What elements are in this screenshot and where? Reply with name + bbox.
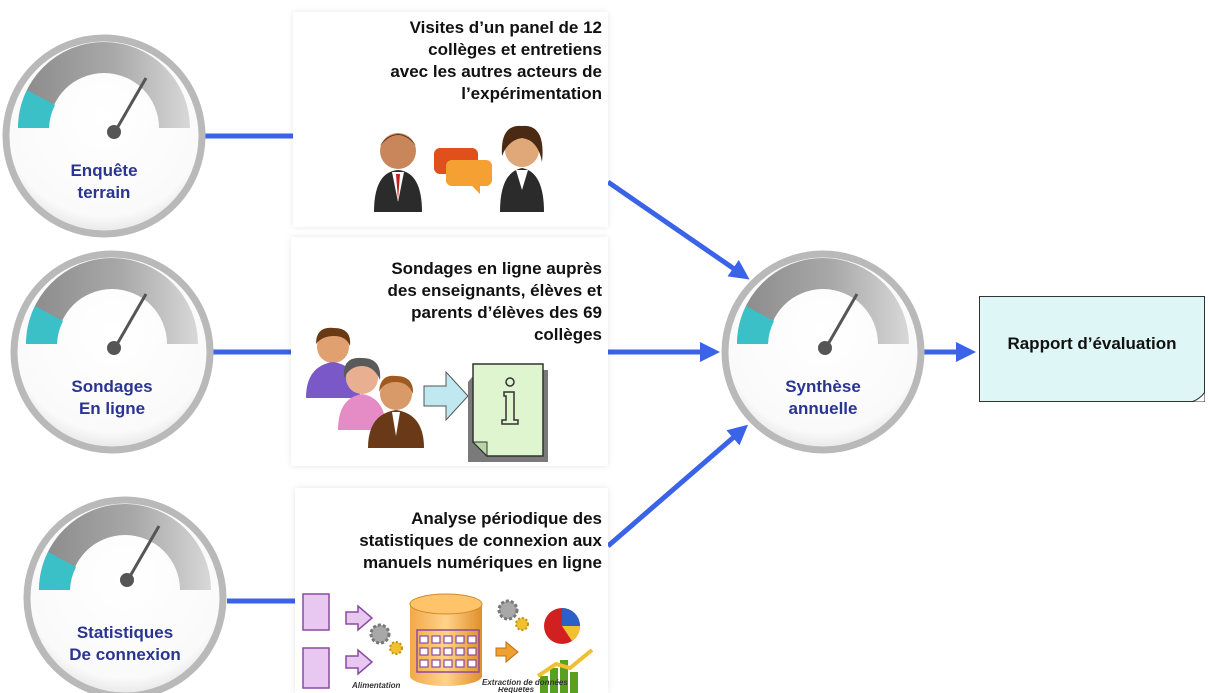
report-box: Rapport d’évaluation	[979, 296, 1205, 402]
gauge-label-line: De connexion	[69, 645, 181, 664]
gauge-synthese	[721, 250, 925, 454]
gauge-statistiques	[23, 496, 227, 693]
description-line: Sondages en ligne auprès	[391, 259, 602, 278]
gauge-enquete	[2, 34, 206, 238]
report-label: Rapport d’évaluation	[1007, 334, 1177, 353]
description-line: l’expérimentation	[461, 84, 602, 103]
gauge-label-statistiques: Statistiques De connexion	[40, 622, 210, 666]
description-line: Visites d’un panel de 12	[409, 18, 602, 37]
arrow-to-synthesis-top	[606, 179, 750, 280]
gauge-label-line: Enquête	[70, 161, 138, 180]
page-curl-icon	[1191, 392, 1205, 402]
description-line: des enseignants, élèves et	[387, 281, 603, 300]
description-line: parents d’élèves des 69	[411, 303, 602, 322]
description-statistiques: Analyse périodique des statistiques de c…	[296, 508, 602, 574]
gauge-label-line: En ligne	[78, 399, 146, 418]
gauge-label-sondages: Sondages En ligne	[27, 376, 197, 420]
gauge-label-line: Statistiques	[76, 623, 174, 642]
pipeline-label-requetes: Requêtes	[498, 687, 535, 693]
gauge-sondages	[10, 250, 214, 454]
description-line: collèges et entretiens	[428, 40, 602, 59]
description-line: statistiques de connexion aux	[359, 531, 602, 550]
gauge-label-line: terrain	[77, 183, 131, 202]
gauge-label-synthese: Synthèse annuelle	[738, 376, 908, 420]
pipeline-label-extraction: Extraction de données	[482, 678, 568, 687]
gauge-label-line: Sondages	[71, 377, 153, 396]
pipeline-label-alimentation: Alimentation	[352, 681, 401, 690]
description-line: manuels numériques en ligne	[362, 553, 602, 572]
arrow-to-synthesis-bottom	[606, 424, 749, 548]
description-line: Analyse périodique des	[411, 509, 602, 528]
panel-enquete	[293, 12, 608, 227]
gauge-label-line: annuelle	[788, 399, 858, 418]
gauge-label-line: Synthèse	[785, 377, 861, 396]
description-sondages: Sondages en ligne auprès des enseignants…	[300, 258, 603, 346]
description-line: collèges	[533, 325, 602, 344]
description-line: avec les autres acteurs de	[390, 62, 602, 81]
description-enquete: Visites d’un panel de 12 collèges et ent…	[300, 17, 602, 105]
gauge-label-enquete: Enquête terrain	[19, 160, 189, 204]
